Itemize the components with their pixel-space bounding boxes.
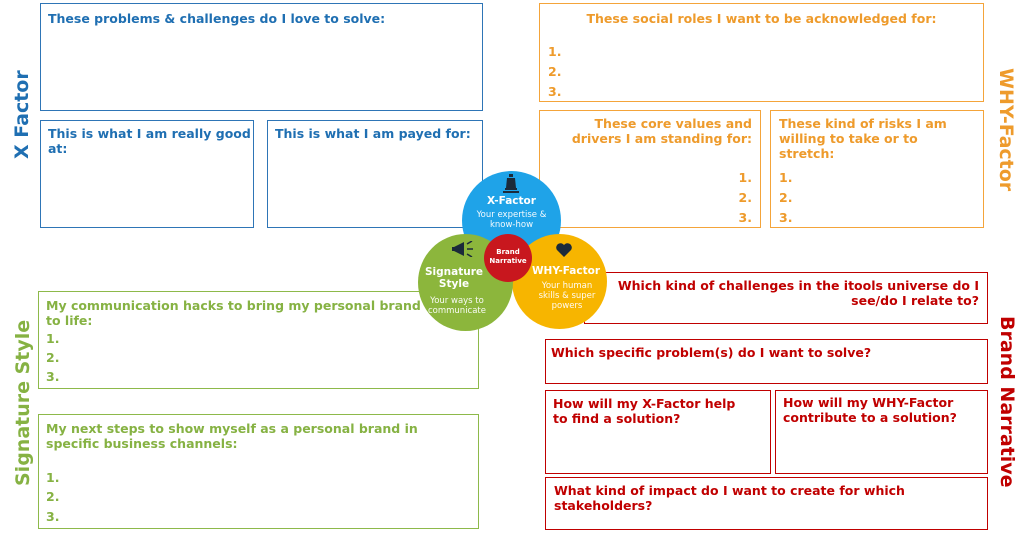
- why-values-n2: 2.: [738, 190, 752, 205]
- brand-problems-question: Which specific problem(s) do I want to s…: [551, 345, 872, 360]
- xfactor-circle-title: X-Factor: [487, 195, 536, 207]
- signature-hacks-box[interactable]: My communication hacks to bring my perso…: [38, 291, 479, 389]
- signature-next-steps-question: My next steps to show myself as a person…: [46, 421, 418, 451]
- brand-problems-box[interactable]: Which specific problem(s) do I want to s…: [545, 339, 988, 384]
- why-roles-question: These social roles I want to be acknowle…: [586, 11, 937, 26]
- why-roles-n3: 3.: [548, 84, 562, 99]
- xfactor-problems-question: These problems & challenges do I love to…: [48, 11, 386, 26]
- signature-next-steps-n3: 3.: [46, 509, 60, 524]
- xfactor-side-label: X Factor: [11, 70, 33, 159]
- megaphone-icon: [452, 241, 473, 257]
- brand-side-label: Brand Narrative: [996, 316, 1018, 488]
- why-values-question: These core values and drivers I am stand…: [571, 116, 752, 146]
- why-roles-box[interactable]: These social roles I want to be acknowle…: [539, 3, 984, 102]
- brand-xhelp-question: How will my X-Factor help to find a solu…: [553, 396, 736, 426]
- why-circle-subtitle: Your human skills & super powers: [538, 281, 596, 311]
- brand-whyhelp-question: How will my WHY-Factor contribute to a s…: [783, 395, 957, 425]
- signature-circle-title: Signature Style: [424, 266, 484, 290]
- xfactor-payed-for-question: This is what I am payed for:: [275, 126, 471, 141]
- why-values-n1: 1.: [738, 170, 752, 185]
- why-circle: WHY-Factor Your human skills & super pow…: [512, 234, 607, 329]
- brand-xhelp-box[interactable]: How will my X-Factor help to find a solu…: [545, 390, 771, 474]
- xfactor-payed-for-box[interactable]: This is what I am payed for:: [267, 120, 483, 228]
- brand-narrative-circle-title: Brand Narrative: [489, 248, 527, 265]
- xfactor-good-at-box[interactable]: This is what I am really good at:: [40, 120, 254, 228]
- why-roles-n1: 1.: [548, 44, 562, 59]
- signature-hacks-n3: 3.: [46, 369, 60, 384]
- why-values-n3: 3.: [738, 210, 752, 225]
- brand-challenges-box[interactable]: Which kind of challenges in the itools u…: [584, 272, 988, 324]
- why-risks-question: These kind of risks I am willing to take…: [779, 116, 947, 161]
- why-risks-n3: 3.: [779, 210, 793, 225]
- why-risks-box[interactable]: These kind of risks I am willing to take…: [770, 110, 984, 228]
- why-risks-n2: 2.: [779, 190, 793, 205]
- why-side-label: WHY-Factor: [995, 68, 1017, 192]
- lighthouse-icon: [503, 174, 519, 193]
- signature-hacks-n2: 2.: [46, 350, 60, 365]
- heart-icon: [556, 243, 572, 257]
- signature-hacks-question: My communication hacks to bring my perso…: [46, 298, 421, 328]
- brand-impact-box[interactable]: What kind of impact do I want to create …: [545, 477, 988, 530]
- signature-side-label: Signature Style: [12, 319, 34, 486]
- xfactor-circle-subtitle: Your expertise & know-how: [476, 210, 547, 230]
- signature-hacks-n1: 1.: [46, 331, 60, 346]
- signature-next-steps-n2: 2.: [46, 489, 60, 504]
- brand-impact-question: What kind of impact do I want to create …: [554, 483, 905, 513]
- brand-whyhelp-box[interactable]: How will my WHY-Factor contribute to a s…: [775, 390, 988, 474]
- brand-challenges-question: Which kind of challenges in the itools u…: [617, 278, 979, 308]
- signature-circle-subtitle: Your ways to communicate: [427, 296, 486, 316]
- brand-narrative-circle: Brand Narrative: [484, 234, 532, 282]
- why-circle-title: WHY-Factor: [531, 265, 601, 277]
- signature-next-steps-n1: 1.: [46, 470, 60, 485]
- signature-next-steps-box[interactable]: My next steps to show myself as a person…: [38, 414, 479, 529]
- xfactor-good-at-question: This is what I am really good at:: [48, 126, 251, 156]
- why-risks-n1: 1.: [779, 170, 793, 185]
- xfactor-problems-box[interactable]: These problems & challenges do I love to…: [40, 3, 483, 111]
- why-roles-n2: 2.: [548, 64, 562, 79]
- why-values-box[interactable]: These core values and drivers I am stand…: [539, 110, 761, 228]
